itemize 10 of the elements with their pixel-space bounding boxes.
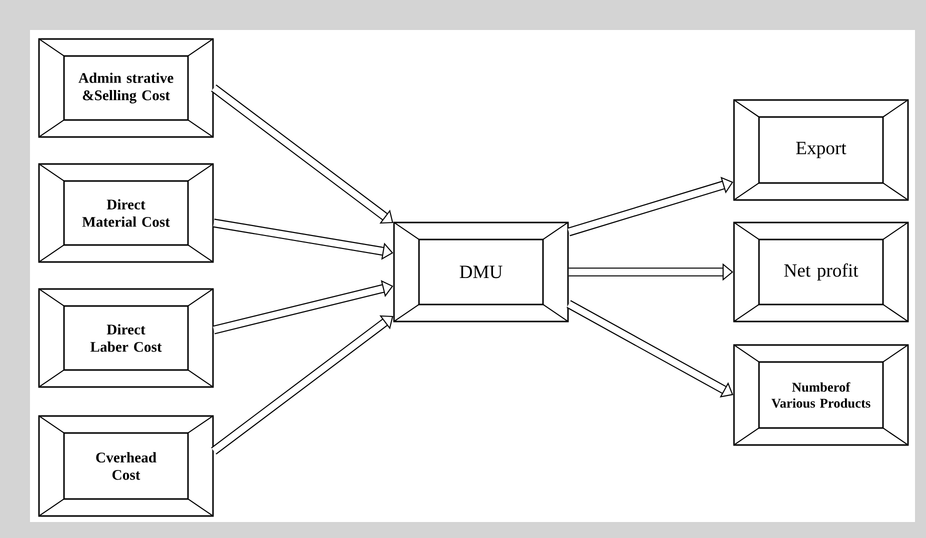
beveled-box: Direct Laber Cost xyxy=(38,288,214,388)
beveled-box: Cverhead Cost xyxy=(38,415,214,517)
beveled-box: DMU xyxy=(393,222,569,322)
beveled-box: Admin strative &Selling Cost xyxy=(38,38,214,138)
beveled-box: Direct Material Cost xyxy=(38,163,214,263)
hollow-arrow xyxy=(211,84,394,224)
hollow-arrow xyxy=(211,315,394,454)
beveled-box: Export xyxy=(733,99,909,201)
beveled-box: Net profit xyxy=(733,222,909,322)
beveled-box: Numberof Various Products xyxy=(733,344,909,446)
